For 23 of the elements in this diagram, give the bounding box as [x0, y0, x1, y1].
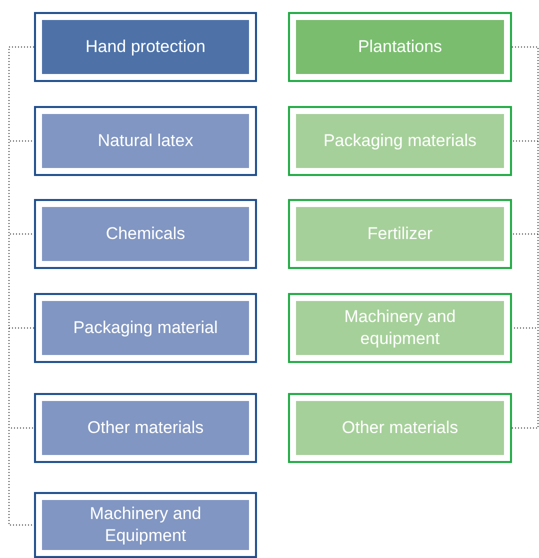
category-box: [34, 106, 257, 176]
category-box: [288, 106, 512, 176]
category-box: [34, 199, 257, 269]
box-label: Other materials: [342, 417, 458, 439]
category-box: [288, 12, 512, 82]
box-label: Natural latex: [98, 130, 194, 152]
category-box: [34, 293, 257, 363]
category-box: [288, 199, 512, 269]
box-label: Machinery and Equipment: [88, 503, 202, 547]
box-label: Plantations: [358, 36, 442, 58]
category-box: [34, 492, 257, 558]
category-box: [288, 393, 512, 463]
box-label: Other materials: [87, 417, 204, 439]
box-label: Packaging material: [73, 317, 218, 339]
category-box: [288, 293, 512, 363]
box-label: Machinery and equipment: [343, 306, 457, 350]
box-label: Packaging materials: [323, 130, 477, 152]
category-box: [34, 12, 257, 82]
box-label: Hand protection: [85, 36, 206, 58]
box-label: Fertilizer: [367, 223, 433, 245]
box-label: Chemicals: [106, 223, 186, 245]
category-box: [34, 393, 257, 463]
dotted-connector: [8, 46, 34, 526]
